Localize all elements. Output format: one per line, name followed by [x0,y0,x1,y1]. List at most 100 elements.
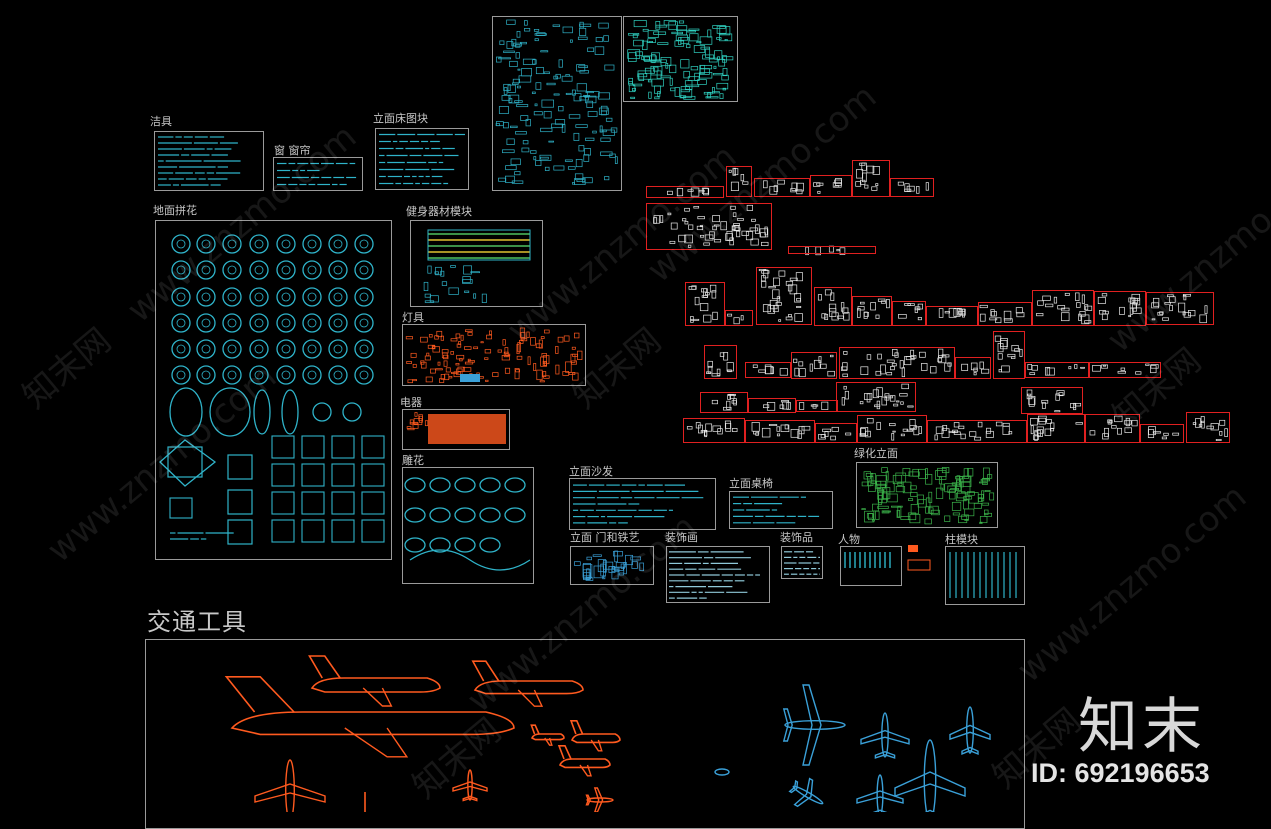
red-block-frame[interactable] [700,392,748,413]
cad-block-mark [1133,297,1141,306]
limian-chuang-frame[interactable] [375,128,469,190]
red-block-frame[interactable] [1094,291,1146,326]
cad-block-mark [977,493,984,499]
renwu-frame[interactable] [840,546,902,586]
cad-medallion-core [227,292,237,302]
cad-block-mark [702,54,714,60]
red-block-frame[interactable] [839,347,955,379]
red-block-frame[interactable] [745,420,815,443]
cad-block-mark [456,354,465,360]
zhuangshipin-frame[interactable] [781,546,823,579]
dianqi-frame[interactable] [402,409,510,450]
red-block-frame[interactable] [685,282,725,326]
red-block-frame[interactable] [754,178,810,197]
red-block-frame[interactable] [1025,362,1089,378]
red-block-frame[interactable] [1140,424,1184,443]
red-block-frame[interactable] [1027,414,1085,443]
red-block-frame[interactable] [927,420,1027,443]
cad-block-mark [1015,307,1023,314]
red-block-frame[interactable] [788,246,876,254]
cad-block-mark [568,372,576,375]
limian-men-frame[interactable] [570,546,654,585]
cad-block-mark [406,361,412,364]
red-block-frame[interactable] [852,160,890,197]
cad-block-mark [951,501,962,511]
red-block-frame[interactable] [1186,412,1230,443]
top-group-frame-right[interactable] [623,16,738,102]
cad-block-mark [1070,403,1076,409]
red-block-frame[interactable] [646,186,724,198]
limian-shafa-frame[interactable] [569,478,716,530]
cad-block-mark [907,405,914,408]
cad-block-mark [918,468,926,479]
limian-zhuoyi-frame[interactable] [729,491,833,529]
cad-block-mark [632,83,643,87]
red-block-frame[interactable] [745,362,791,378]
jianshen-frame[interactable] [410,220,543,307]
cad-block-mark [908,471,920,477]
red-block-frame[interactable] [756,267,812,325]
lvhua-limian-frame[interactable] [856,462,998,528]
red-block-frame[interactable] [810,175,852,197]
red-block-frame[interactable] [725,310,753,326]
red-block-frame[interactable] [791,352,837,379]
cad-block-mark [1053,296,1058,304]
red-block-frame[interactable] [978,302,1032,326]
red-block-frame[interactable] [836,382,916,412]
red-block-frame[interactable] [646,203,772,250]
cad-medallion-core [254,318,264,328]
cad-block-mark [878,498,883,505]
cad-block-mark [1132,307,1142,314]
red-block-frame[interactable] [815,423,857,443]
zhumokuai-frame[interactable] [945,546,1025,605]
cad-block-mark [575,124,588,128]
cad-block-mark [506,138,515,145]
red-block-frame[interactable] [926,306,978,326]
red-block-frame[interactable] [814,287,852,326]
zhuangshihua-frame[interactable] [666,546,770,603]
chuang-chuanglian-frame[interactable] [273,157,363,191]
red-block-frame[interactable] [1032,290,1094,326]
cad-block-mark [733,398,737,406]
red-block-frame[interactable] [796,400,838,412]
cad-block-mark [496,56,502,63]
jieju-frame[interactable] [154,131,264,191]
red-block-frame[interactable] [890,178,934,197]
red-block-frame[interactable] [1021,387,1083,414]
cad-block-mark [711,399,718,405]
top-group-frame-left[interactable] [492,16,622,191]
cad-block-mark [776,433,781,437]
red-block-frame[interactable] [726,166,752,197]
red-block-frame[interactable] [955,357,991,379]
cad-block-mark [584,148,591,156]
cad-block-mark [729,394,735,400]
cad-block-mark [973,503,982,509]
dengju-frame[interactable] [402,324,586,386]
aircraft-tail [557,745,572,760]
diaohua-frame[interactable] [402,467,534,584]
red-block-frame[interactable] [892,301,926,326]
red-block-frame[interactable] [683,418,745,443]
cad-medallion-core [281,318,291,328]
red-block-frame[interactable] [748,398,796,413]
red-block-frame[interactable] [704,345,737,379]
cad-block-mark [889,423,896,427]
red-block-frame[interactable] [857,415,927,443]
red-block-frame[interactable] [1146,292,1214,325]
cad-block-mark [733,317,740,325]
model-id-label: ID: 692196653 [1031,758,1210,788]
jiaotong-frame[interactable] [145,639,1025,829]
cad-block-mark [423,281,429,291]
cad-block-mark [1128,297,1136,303]
cad-block-mark [835,178,842,186]
red-block-frame[interactable] [993,331,1025,379]
dimian-pinhua-frame[interactable] [155,220,392,560]
red-block-frame[interactable] [852,296,892,326]
red-block-frame[interactable] [1089,362,1161,378]
cad-block-mark [827,370,835,377]
cad-block-mark [973,372,977,376]
cad-medallion [171,339,191,359]
cad-block-mark [526,331,530,338]
red-block-frame[interactable] [1085,414,1140,443]
cad-block-mark [485,379,489,382]
